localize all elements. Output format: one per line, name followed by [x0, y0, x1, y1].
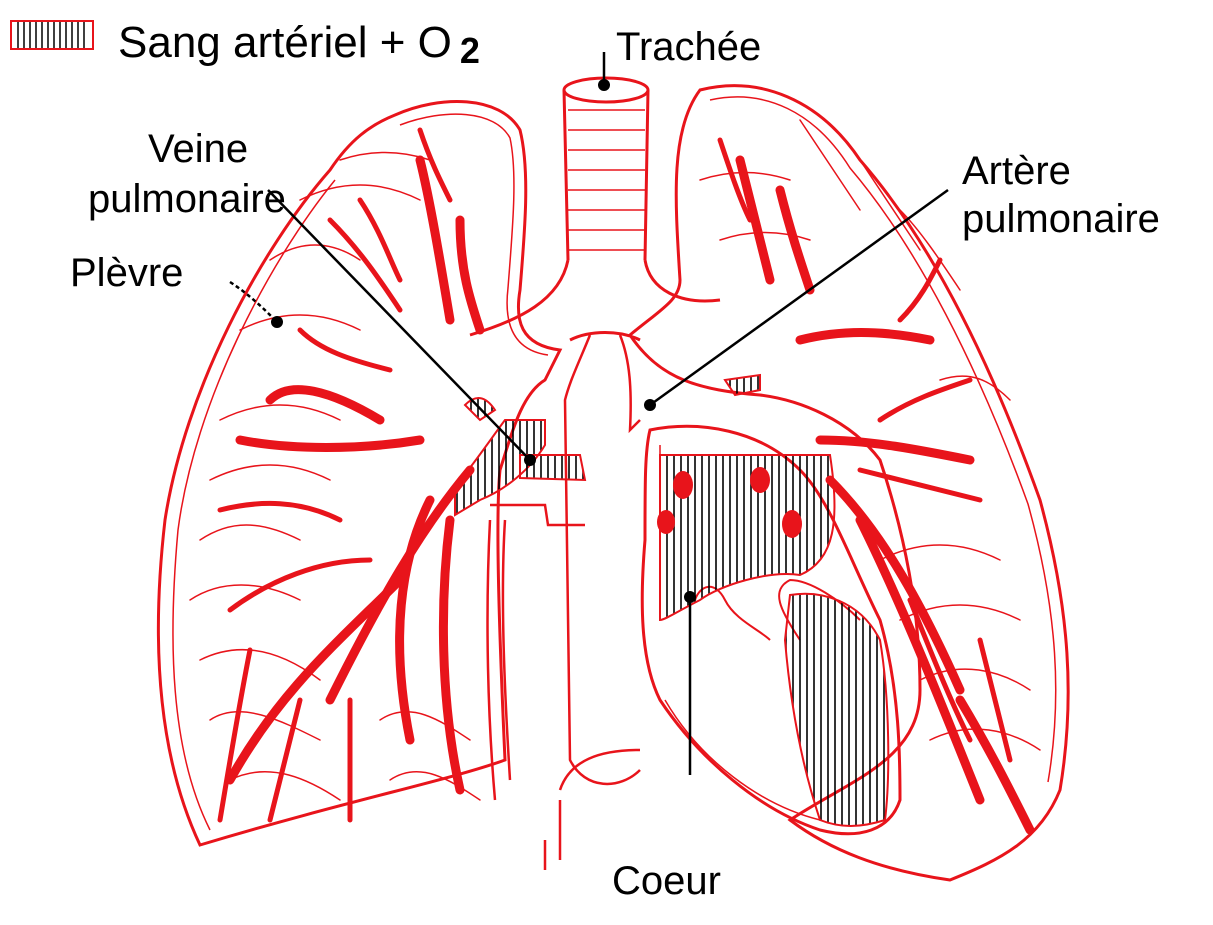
left-bronchial-tree [190, 130, 480, 820]
label-heart: Coeur [612, 858, 721, 904]
label-pulmonary-vein-line1: Veine [148, 126, 248, 172]
label-pleura: Plèvre [70, 250, 183, 296]
label-pulmonary-vein-line2: pulmonaire [88, 176, 286, 222]
label-pulmonary-artery-line2: pulmonaire [962, 196, 1160, 242]
label-pulmonary-artery-line1: Artère [962, 148, 1071, 194]
label-trachea: Trachée [616, 24, 761, 70]
great-vessels [488, 335, 640, 870]
leader-dots [271, 79, 696, 603]
